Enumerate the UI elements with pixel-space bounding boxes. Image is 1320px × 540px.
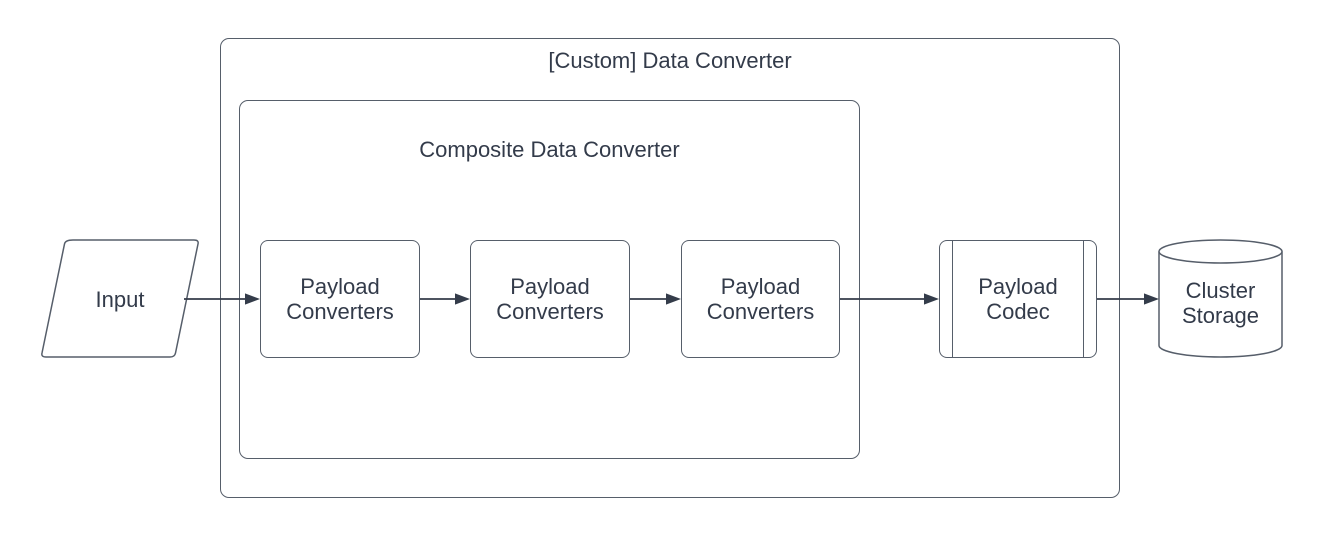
node-payload-converters-3: Payload Converters [681, 240, 840, 358]
node-input: Input [55, 240, 185, 358]
predefined-process-left-bar [952, 241, 953, 357]
node-label: Payload Converters [496, 274, 604, 324]
group-title-custom-data-converter: [Custom] Data Converter [548, 48, 792, 73]
node-payload-codec: Payload Codec [939, 240, 1097, 358]
node-label: Cluster Storage [1181, 278, 1260, 328]
group-custom-data-converter [220, 38, 1120, 498]
group-title-composite-data-converter: Composite Data Converter [419, 137, 680, 162]
node-label: Payload Converters [286, 274, 394, 324]
node-cluster-storage: Cluster Storage [1159, 248, 1282, 358]
node-payload-converters-2: Payload Converters [470, 240, 630, 358]
predefined-process-right-bar [1083, 241, 1084, 357]
node-label: Payload Codec [978, 274, 1058, 324]
group-composite-data-converter [239, 100, 860, 459]
node-label: Input [95, 286, 145, 312]
node-payload-converters-1: Payload Converters [260, 240, 420, 358]
node-label: Payload Converters [706, 274, 815, 324]
